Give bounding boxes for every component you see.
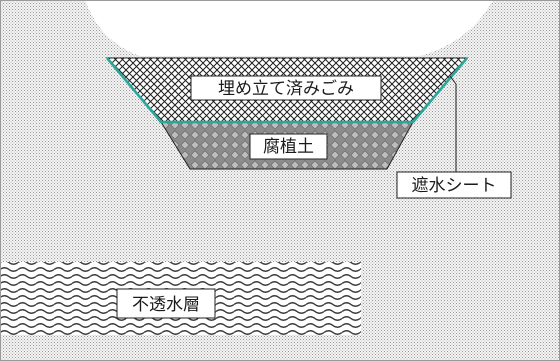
landfill-label: 埋め立て済みごみ: [190, 75, 382, 101]
liner-leader-line: [449, 75, 457, 172]
humus-label-text: 腐植土: [263, 137, 314, 157]
liner-label: 遮水シート: [396, 171, 512, 199]
liner-label-text: 遮水シート: [412, 176, 497, 196]
liner-sheet: [106, 57, 468, 124]
humus-label: 腐植土: [249, 133, 328, 160]
aquiclude-label-text: 不透水層: [132, 295, 200, 315]
aquiclude-label: 不透水層: [116, 288, 216, 319]
landfill-label-text: 埋め立て済みごみ: [218, 79, 354, 99]
